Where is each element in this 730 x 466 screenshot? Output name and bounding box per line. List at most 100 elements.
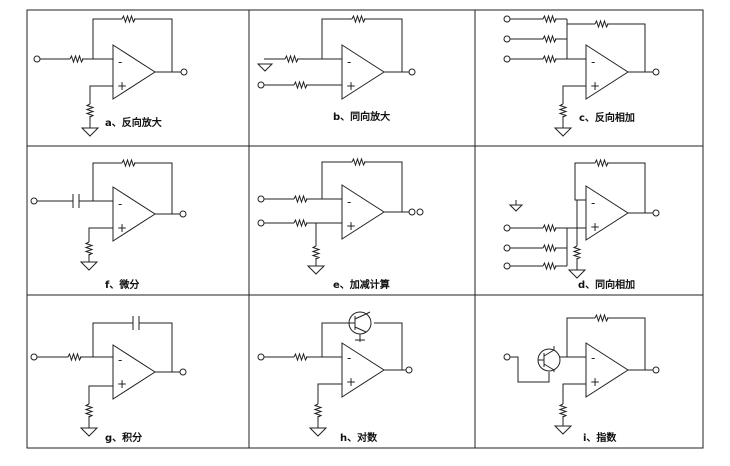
input-terminal <box>257 81 265 89</box>
feedback-wire <box>92 322 173 372</box>
caption-d: d、同向相加 <box>578 278 635 291</box>
op-amp <box>112 344 156 400</box>
minus-input-label: - <box>118 353 122 367</box>
plus-input-label: + <box>346 79 356 93</box>
resistor <box>558 103 568 118</box>
output-terminal <box>179 368 187 376</box>
input-terminal <box>257 219 265 227</box>
input-terminal <box>257 195 265 203</box>
output-terminal <box>652 209 660 217</box>
minus-input-label: - <box>347 195 351 209</box>
resistor <box>542 54 557 64</box>
feedback-wire <box>566 317 646 370</box>
output-terminal <box>652 366 660 374</box>
feedback-wire <box>92 18 173 72</box>
input-terminal <box>503 35 511 43</box>
ground-icon <box>79 261 99 271</box>
input-terminal <box>503 244 511 252</box>
capacitor <box>72 194 80 208</box>
caption-e: e、加减计算 <box>333 278 390 291</box>
output-terminal <box>179 210 187 218</box>
input-terminal <box>257 353 265 361</box>
caption-f: f、微分 <box>105 278 139 291</box>
ground-wire <box>89 85 113 128</box>
panel-i: - + i、指数 <box>503 313 660 444</box>
minus-input-label: - <box>118 197 122 211</box>
input-terminal <box>503 262 511 270</box>
ground-icon <box>567 269 587 279</box>
minus-input-label: - <box>591 196 595 210</box>
ground-icon <box>79 427 99 437</box>
op-amp <box>585 342 629 398</box>
plus-input-label: + <box>590 375 600 389</box>
ground-icon <box>306 265 326 275</box>
plus-input-label: + <box>590 220 600 234</box>
caption-i: i、指数 <box>583 431 617 444</box>
resistor <box>311 245 321 260</box>
output-terminal <box>408 208 416 216</box>
feedback-resistor <box>594 313 609 323</box>
plus-input-label: + <box>117 377 127 391</box>
resistor <box>542 223 557 233</box>
resistor <box>69 54 84 64</box>
resistor <box>542 14 557 24</box>
panel-g: - + g、积分 <box>30 316 187 444</box>
panel-a: - + a、反向放大 <box>33 14 188 137</box>
op-amp <box>341 342 385 398</box>
resistor <box>293 352 308 362</box>
output-terminal <box>652 68 660 76</box>
output-terminal <box>416 208 424 216</box>
panel-h: - + h、对数 <box>257 311 413 444</box>
feedback-resistor <box>594 158 609 168</box>
input-terminal <box>30 353 38 361</box>
feedback-wire <box>321 18 403 72</box>
transistor-leads <box>538 346 555 372</box>
resistor <box>67 352 82 362</box>
resistor <box>84 241 94 256</box>
panel-b: - + b、同向放大 <box>256 14 416 123</box>
output-terminal <box>180 68 188 76</box>
output-terminal <box>405 366 413 374</box>
feedback-resistor <box>351 14 366 24</box>
resistor <box>542 243 557 253</box>
feedback-wire <box>574 162 646 213</box>
ground-wire <box>562 383 586 426</box>
op-amp <box>341 44 385 100</box>
resistor <box>313 403 323 418</box>
feedback-resistor <box>594 19 609 29</box>
ground-icon <box>553 127 573 137</box>
resistor <box>84 403 94 418</box>
resistor <box>293 80 308 90</box>
input-terminal <box>30 197 38 205</box>
plus-input-label: + <box>117 79 127 93</box>
ground-wire <box>88 227 113 262</box>
feedback-resistor <box>121 14 136 24</box>
resistor <box>293 218 308 228</box>
feedback-wire <box>92 162 173 214</box>
plus-input-label: + <box>590 79 600 93</box>
input-terminal <box>503 15 511 23</box>
minus-input-label: - <box>591 55 595 69</box>
panel-e: - + e、加减计算 <box>257 157 424 291</box>
input-terminal <box>33 55 41 63</box>
minus-input-label: - <box>591 351 595 365</box>
feedback-wire <box>321 161 403 212</box>
caption-c: c、反向相加 <box>579 111 635 124</box>
ground-wire <box>317 383 342 428</box>
ground-icon <box>308 427 328 437</box>
input-terminal <box>503 353 511 361</box>
caption-g: g、积分 <box>105 431 142 444</box>
plus-input-label: + <box>346 219 356 233</box>
resistor <box>572 245 582 260</box>
op-amp <box>585 185 629 241</box>
output-terminal <box>408 68 416 76</box>
ground-wire <box>88 385 113 428</box>
caption-h: h、对数 <box>340 431 378 444</box>
op-amp <box>585 44 629 100</box>
capacitor <box>132 316 140 330</box>
caption-a: a、反向放大 <box>105 116 162 129</box>
panel-c: - + c、反向相加 <box>503 14 660 137</box>
resistor <box>293 194 308 204</box>
feedback-wire <box>321 322 403 370</box>
